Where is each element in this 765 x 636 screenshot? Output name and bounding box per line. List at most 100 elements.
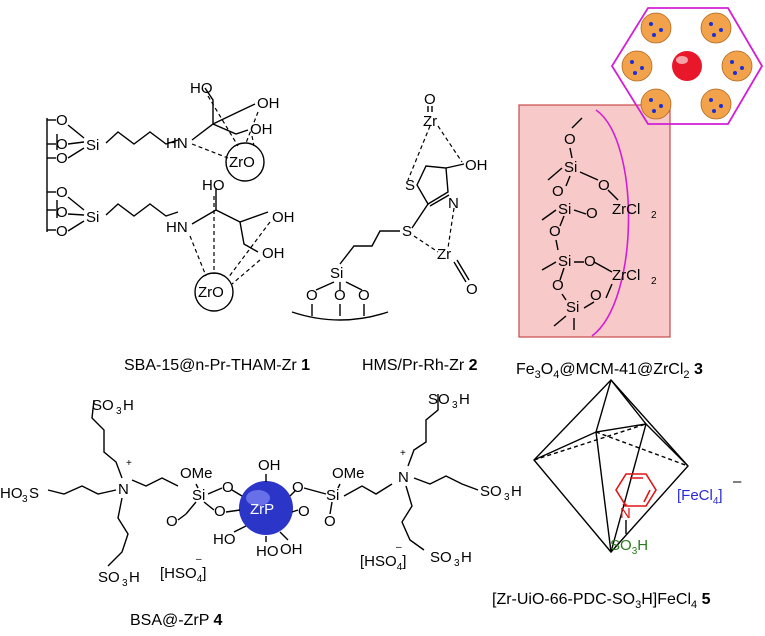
silicon-label: Si bbox=[566, 299, 579, 316]
silicon-label: Si bbox=[558, 253, 571, 270]
oxygen-label: O bbox=[552, 183, 564, 200]
zro-label: ZrO bbox=[229, 154, 255, 171]
hydroxyl-label: OH bbox=[257, 95, 280, 112]
text-label: H bbox=[459, 391, 470, 408]
hydroxyl-label: OH bbox=[465, 157, 488, 174]
zro-particle bbox=[225, 142, 265, 182]
sulfur-label: S bbox=[405, 177, 415, 194]
oxygen-label: O bbox=[222, 479, 234, 496]
oxygen-label: O bbox=[292, 479, 304, 496]
siloxane-bonds bbox=[553, 301, 595, 330]
siloxane-bonds bbox=[547, 167, 599, 187]
silicon-label: Si bbox=[326, 487, 339, 504]
zirconium-label: Zr bbox=[423, 113, 437, 130]
fe3o4-core bbox=[672, 51, 702, 81]
butyl-chain bbox=[91, 399, 123, 479]
pore-particle bbox=[621, 50, 653, 82]
subscript: 2 bbox=[651, 210, 657, 221]
silicon-label: Si bbox=[86, 209, 99, 226]
subscript: 3 bbox=[116, 406, 122, 417]
pore-particle bbox=[700, 12, 732, 44]
oxygen-label: O bbox=[56, 184, 68, 201]
methoxy-label: OMe bbox=[180, 465, 213, 482]
oxygen-label: O bbox=[466, 281, 478, 298]
amine-label: HN bbox=[166, 135, 188, 152]
hydroxyl-label: OH bbox=[250, 121, 273, 138]
pore-particle bbox=[640, 12, 672, 44]
zrp-label: ZrP bbox=[250, 501, 274, 518]
siloxane-bond bbox=[561, 293, 567, 301]
propyl-chain bbox=[339, 230, 400, 265]
text-label: H bbox=[129, 569, 140, 586]
fecl4-counterion: [FeCl4] bbox=[677, 487, 723, 507]
sulfonic-acid-label: SO bbox=[92, 397, 114, 414]
charge-plus: + bbox=[622, 500, 628, 511]
hydroxyl-label: OH bbox=[262, 245, 285, 262]
silica-surface bbox=[291, 311, 389, 321]
butyl-chain bbox=[401, 485, 425, 551]
hexagonal-frame bbox=[610, 7, 764, 125]
bonds bbox=[303, 483, 341, 515]
oxygen-label: O bbox=[56, 150, 68, 167]
zr-bond bbox=[593, 261, 613, 273]
zr-oxo-bond bbox=[453, 259, 470, 283]
sulfonic-acid-label: SO bbox=[430, 549, 452, 566]
siloxane-bonds bbox=[541, 261, 584, 281]
hydroxyl-label: HO bbox=[190, 80, 213, 97]
oxygen-label: O bbox=[586, 205, 598, 222]
silicon-label: Si bbox=[558, 201, 571, 218]
mcm41-honeycomb-illustration bbox=[610, 7, 764, 125]
oxygen-label: O bbox=[56, 112, 68, 129]
pyridinium-nitrogen: N bbox=[620, 505, 631, 522]
structure-2-hms-rh-zr: Zr O S N OH S Zr O Si O O O bbox=[291, 91, 488, 321]
oxygen-label: O bbox=[56, 136, 68, 153]
butyl-chain bbox=[413, 475, 479, 491]
bonds bbox=[289, 489, 299, 513]
charge-minus: – bbox=[196, 554, 202, 565]
caption-compound-4: BSA@-ZrP 4 bbox=[130, 612, 223, 629]
butyl-chain bbox=[47, 485, 117, 495]
butyl-chain bbox=[107, 497, 129, 567]
methoxy-label: OMe bbox=[332, 465, 365, 482]
bonds bbox=[225, 489, 243, 513]
bisulfate-counterion: [HSO4] bbox=[160, 565, 206, 585]
silica-wall-1 bbox=[46, 118, 58, 232]
oxygen-label: O bbox=[424, 91, 436, 108]
silicon-label: Si bbox=[192, 487, 205, 504]
charge-minus: – bbox=[733, 473, 742, 490]
siloxane-bonds bbox=[541, 209, 587, 227]
zirconium-label: Zr bbox=[437, 246, 451, 263]
sulfonic-acid-label: SO3H bbox=[610, 537, 648, 557]
bonds bbox=[185, 483, 223, 515]
hydroxyl-label: OH bbox=[280, 541, 303, 558]
structure-5-zr-uio66: N + SO3H [FeCl4] – bbox=[533, 378, 742, 557]
thioether-bond bbox=[411, 203, 429, 229]
tham-skeleton bbox=[191, 188, 269, 253]
hydroxyl-label: HO bbox=[213, 531, 236, 548]
coordination-bonds bbox=[191, 95, 259, 159]
caption-compound-5: [Zr-UiO-66-PDC-SO3H]FeCl4 5 bbox=[492, 591, 711, 611]
text-label: S bbox=[29, 485, 39, 502]
text-label: H bbox=[123, 397, 134, 414]
pore-particle bbox=[700, 88, 732, 120]
zrcl2-label: ZrCl bbox=[612, 201, 640, 218]
oxygen-label: O bbox=[306, 287, 318, 304]
double-bond bbox=[429, 194, 450, 207]
nitrogen-label: N bbox=[448, 195, 459, 212]
oxygen-label: O bbox=[214, 503, 226, 520]
caption-compound-1: SBA-15@n-Pr-THAM-Zr 1 bbox=[124, 357, 310, 374]
propyl-chain bbox=[105, 203, 179, 217]
core-highlight bbox=[676, 56, 688, 64]
zr-oxo-bond bbox=[427, 106, 433, 112]
magnetic-support-panel bbox=[518, 104, 671, 338]
oxygen-label: O bbox=[584, 253, 596, 270]
sulfonic-acid-label: SO bbox=[98, 569, 120, 586]
ring-hydroxyl-bond bbox=[445, 163, 465, 169]
hydroxyl-label: OH bbox=[258, 457, 281, 474]
methoxy-bond bbox=[569, 117, 583, 159]
bisulfate-counterion: [HSO4] bbox=[360, 553, 406, 573]
sulfonic-acid-label: HO bbox=[0, 485, 23, 502]
ammonium-nitrogen: N bbox=[118, 481, 129, 498]
sphere-highlight bbox=[246, 490, 270, 506]
hydroxyl-label: OH bbox=[272, 209, 295, 226]
